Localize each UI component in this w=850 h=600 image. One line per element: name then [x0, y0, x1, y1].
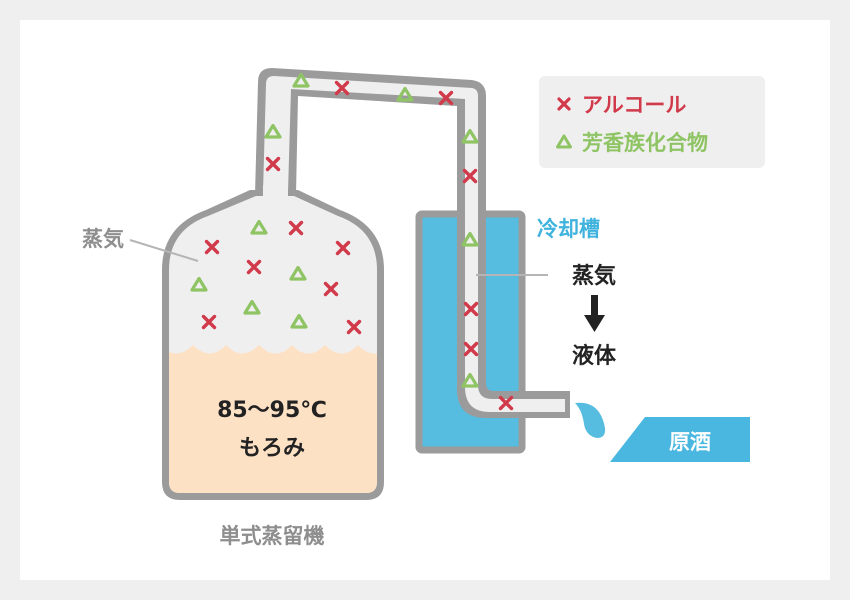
output-label: 原酒 — [669, 430, 711, 454]
triangle-icon — [243, 299, 261, 315]
cross-icon — [334, 80, 350, 96]
triangle-icon — [264, 123, 282, 139]
cross-icon — [438, 90, 454, 106]
legend-aromatic-label: 芳香族化合物 — [582, 131, 708, 155]
moromi-label: もろみ — [239, 436, 305, 461]
particle-markers — [190, 72, 514, 411]
cross-icon — [246, 259, 262, 275]
vapor-right-label: 蒸気 — [572, 263, 616, 289]
triangle-icon — [461, 231, 479, 247]
triangle-icon — [461, 128, 479, 144]
still-name-label: 単式蒸留機 — [220, 524, 325, 548]
cross-icon — [463, 301, 479, 317]
vapor-left-label: 蒸気 — [82, 227, 124, 251]
cross-icon — [204, 239, 220, 255]
cross-icon — [265, 156, 281, 172]
temperature-label: 85〜95℃ — [217, 398, 327, 423]
triangle-icon — [290, 313, 308, 329]
cross-icon — [323, 281, 339, 297]
cross-icon — [335, 240, 351, 256]
output-tag — [610, 417, 750, 462]
triangle-icon — [190, 276, 208, 292]
card: アルコール 芳香族化合物 蒸気 冷却槽 蒸気 液体 85〜95℃ もろみ 単式蒸… — [20, 20, 830, 580]
cross-icon — [346, 319, 362, 335]
cross-icon — [498, 395, 514, 411]
mash-liquid — [169, 345, 377, 493]
single-pot-still-diagram: アルコール 芳香族化合物 蒸気 冷却槽 蒸気 液体 85〜95℃ もろみ 単式蒸… — [82, 68, 765, 548]
pot-still — [162, 185, 384, 500]
cross-icon — [201, 314, 217, 330]
triangle-icon — [289, 265, 307, 281]
vapor-left-leader — [129, 239, 199, 262]
arrow-down-icon — [584, 295, 605, 332]
cooling-tank-label: 冷却槽 — [537, 217, 600, 241]
triangle-icon — [396, 86, 414, 102]
triangle-icon — [461, 372, 479, 388]
liquid-label: 液体 — [572, 343, 617, 369]
legend-alcohol-label: アルコール — [582, 93, 686, 117]
triangle-icon — [250, 219, 268, 235]
drip — [575, 402, 606, 438]
cross-icon — [463, 341, 479, 357]
triangle-icon — [292, 72, 310, 88]
legend-aromatic-icon — [556, 134, 572, 149]
cross-icon — [462, 168, 478, 184]
legend-alcohol-icon — [557, 97, 571, 111]
legend-box — [539, 76, 765, 168]
cross-icon — [288, 220, 304, 236]
